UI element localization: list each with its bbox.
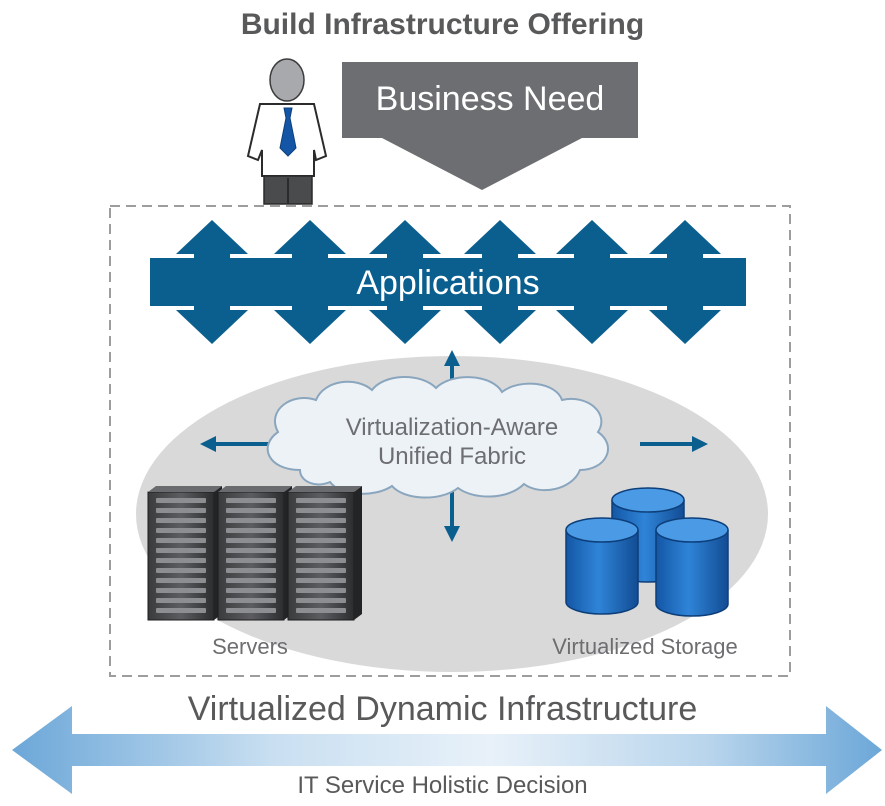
server-drive-slot — [226, 588, 276, 593]
servers-label: Servers — [212, 634, 288, 659]
server-drive-slot — [226, 498, 276, 503]
server-rack-icon — [147, 486, 362, 621]
infrastructure-boundary — [109, 205, 791, 677]
server-drive-slot — [296, 528, 346, 533]
server-drive-slot — [296, 588, 346, 593]
server-drive-slot — [226, 548, 276, 553]
server-drive-slot — [226, 558, 276, 563]
server-drive-slot — [156, 608, 206, 613]
fabric-label-line1: Virtualization-Aware — [345, 414, 559, 441]
server-drive-slot — [296, 538, 346, 543]
business-need-label: Business Need — [375, 80, 605, 118]
server-drive-slot — [296, 508, 346, 513]
server-drive-slot — [156, 568, 206, 573]
server-drive-slot — [296, 518, 346, 523]
server-drive-slot — [296, 598, 346, 603]
infrastructure-double-arrow — [12, 706, 882, 794]
business-person-icon — [246, 58, 328, 205]
applications-label: Applications — [356, 264, 540, 302]
server-drive-slot — [296, 568, 346, 573]
server-drive-slot — [226, 608, 276, 613]
fabric-arrows — [200, 350, 708, 542]
server-drive-slot — [156, 528, 206, 533]
server-drive-slot — [226, 508, 276, 513]
server-drive-slot — [226, 568, 276, 573]
server-drive-slot — [156, 588, 206, 593]
server-drive-slot — [296, 498, 346, 503]
storage-cylinder-icon — [565, 487, 729, 617]
server-drive-slot — [296, 578, 346, 583]
server-drive-slot — [156, 498, 206, 503]
server-drive-slot — [296, 548, 346, 553]
fabric-label-line2: Unified Fabric — [377, 443, 527, 470]
infrastructure-label: Virtualized Dynamic Infrastructure — [187, 690, 698, 728]
server-drive-slot — [156, 548, 206, 553]
server-drive-slot — [296, 608, 346, 613]
server-drive-slot — [156, 578, 206, 583]
storage-label: Virtualized Storage — [552, 634, 738, 659]
business-need-arrow — [342, 62, 638, 190]
server-drive-slot — [156, 518, 206, 523]
server-drive-slot — [156, 558, 206, 563]
server-drive-slot — [156, 538, 206, 543]
cloud-icon — [266, 375, 609, 499]
decision-label: IT Service Holistic Decision — [297, 772, 588, 799]
server-drive-slot — [156, 508, 206, 513]
server-drive-slot — [296, 558, 346, 563]
server-drive-slot — [226, 528, 276, 533]
page-title: Build Infrastructure Offering — [240, 8, 645, 41]
server-drive-slot — [226, 598, 276, 603]
fabric-label: Virtualization-Aware Unified Fabric — [292, 413, 612, 471]
applications-bar — [150, 220, 746, 344]
server-drive-slot — [226, 518, 276, 523]
server-drive-slot — [156, 598, 206, 603]
server-drive-slot — [226, 538, 276, 543]
server-drive-slot — [226, 578, 276, 583]
